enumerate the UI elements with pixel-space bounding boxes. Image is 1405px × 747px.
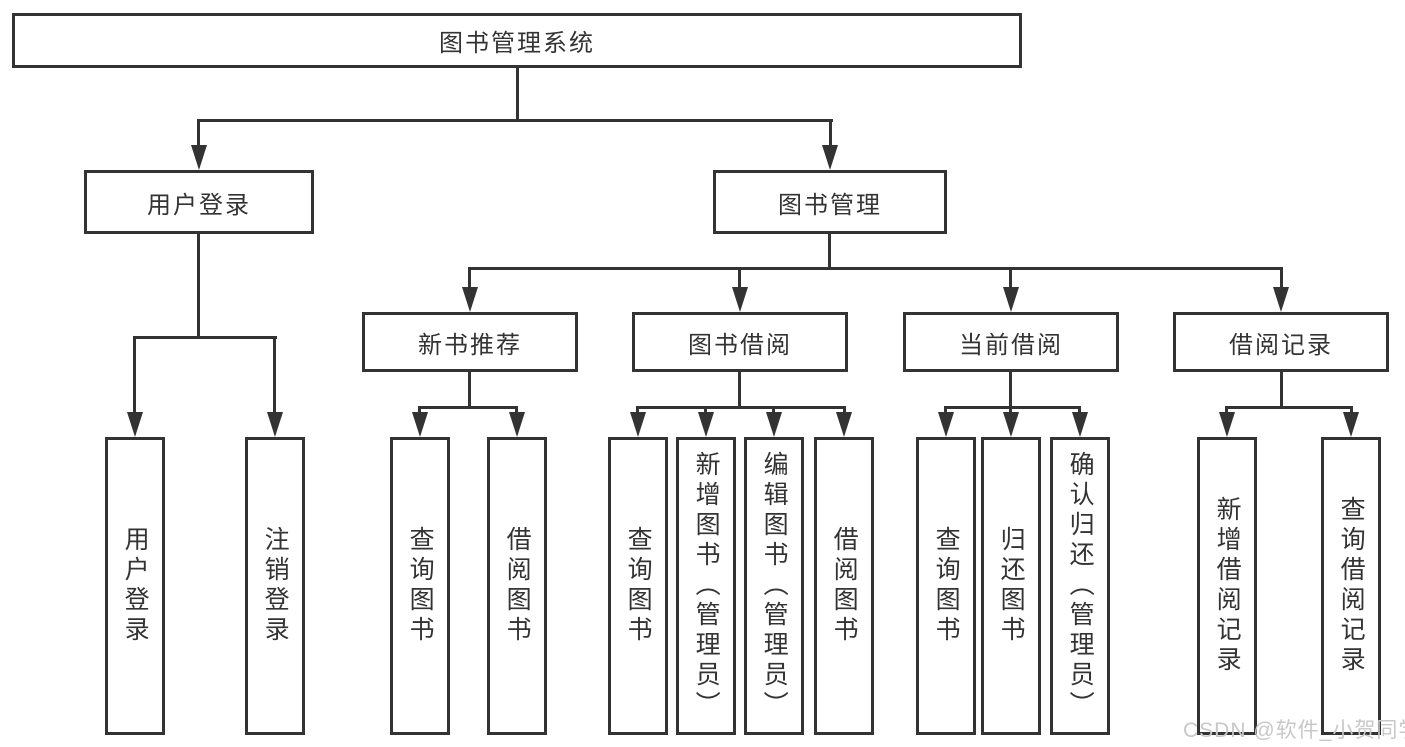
- connector-line: [1280, 267, 1283, 292]
- arrowhead: [1072, 412, 1088, 437]
- connector-line: [1280, 372, 1283, 409]
- connector-line: [738, 372, 741, 409]
- node-label: 用户登录: [147, 191, 251, 219]
- node-library-management-system: 图书管理系统: [12, 13, 1022, 68]
- leaf-label: 注销登录: [261, 526, 290, 646]
- arrowhead: [412, 412, 428, 437]
- arrowhead: [732, 287, 748, 312]
- connector-line: [133, 336, 136, 416]
- leaf-borrow-books: 借阅图书: [814, 437, 874, 735]
- arrowhead: [191, 145, 207, 170]
- connector-line: [1225, 406, 1353, 409]
- connector-line: [273, 336, 276, 416]
- node-user-login: 用户登录: [84, 170, 314, 234]
- leaf-confirm-return-admin: 确认归还（管理员）: [1050, 437, 1110, 735]
- csdn-watermark: CSDN @软件_小贺同学: [1183, 719, 1405, 742]
- arrowhead: [462, 287, 478, 312]
- connector-line: [468, 267, 1283, 270]
- leaf-query-books-recommend: 查询图书: [390, 437, 450, 735]
- node-label: 新书推荐: [418, 331, 522, 359]
- connector-line: [944, 406, 1081, 409]
- leaf-label: 查询图书: [406, 526, 435, 646]
- arrowhead: [1003, 287, 1019, 312]
- leaf-query-borrow-record: 查询借阅记录: [1321, 437, 1381, 735]
- arrowhead: [938, 412, 954, 437]
- connector-line: [197, 119, 833, 122]
- connector-line: [468, 267, 471, 292]
- connector-line: [197, 234, 200, 339]
- arrowhead: [1003, 412, 1019, 437]
- leaf-return-books: 归还图书: [981, 437, 1041, 735]
- connector-line: [516, 66, 519, 122]
- leaf-label: 查询借阅记录: [1337, 496, 1366, 676]
- arrowhead: [698, 412, 714, 437]
- leaf-add-books-admin: 新增图书（管理员）: [676, 437, 736, 735]
- connector-line: [418, 406, 518, 409]
- leaf-label: 借阅图书: [503, 526, 532, 646]
- leaf-label: 查询图书: [624, 526, 653, 646]
- node-new-book-recommend: 新书推荐: [362, 312, 578, 372]
- leaf-edit-books-admin: 编辑图书（管理员）: [744, 437, 804, 735]
- leaf-query-books-borrow: 查询图书: [608, 437, 668, 735]
- node-borrow-records: 借阅记录: [1173, 312, 1389, 372]
- node-label: 图书管理系统: [439, 30, 595, 57]
- connector-line: [738, 267, 741, 292]
- node-book-management: 图书管理: [713, 170, 947, 234]
- leaf-borrow-books-recommend: 借阅图书: [487, 437, 547, 735]
- connector-line: [636, 406, 846, 409]
- connector-line: [1009, 267, 1012, 292]
- node-label: 借阅记录: [1229, 331, 1333, 359]
- connector-line: [197, 119, 200, 149]
- leaf-logout: 注销登录: [245, 437, 305, 735]
- arrowhead: [766, 412, 782, 437]
- node-current-borrow: 当前借阅: [903, 312, 1119, 372]
- leaf-query-books-current: 查询图书: [916, 437, 976, 735]
- leaf-label: 查询图书: [932, 526, 961, 646]
- node-book-borrow: 图书借阅: [632, 312, 848, 372]
- leaf-label: 用户登录: [121, 526, 150, 646]
- leaf-label: 确认归还（管理员）: [1066, 451, 1095, 721]
- leaf-label: 归还图书: [997, 526, 1026, 646]
- arrowhead: [836, 412, 852, 437]
- leaf-label: 借阅图书: [830, 526, 859, 646]
- connector-line: [829, 119, 832, 149]
- arrowhead: [1273, 287, 1289, 312]
- arrowhead: [822, 145, 838, 170]
- leaf-label: 新增借阅记录: [1213, 496, 1242, 676]
- node-label: 图书管理: [778, 191, 882, 219]
- arrowhead: [509, 412, 525, 437]
- arrowhead: [267, 412, 283, 437]
- arrowhead: [1343, 412, 1359, 437]
- arrowhead: [630, 412, 646, 437]
- arrowhead: [1219, 412, 1235, 437]
- connector-line: [1009, 372, 1012, 409]
- leaf-label: 新增图书（管理员）: [692, 451, 721, 721]
- node-label: 当前借阅: [959, 331, 1063, 359]
- arrowhead: [127, 412, 143, 437]
- connector-line: [828, 234, 831, 270]
- connector-line: [468, 372, 471, 409]
- leaf-label: 编辑图书（管理员）: [760, 451, 789, 721]
- leaf-user-login: 用户登录: [105, 437, 165, 735]
- leaf-add-borrow-record: 新增借阅记录: [1197, 437, 1257, 735]
- connector-line: [133, 336, 277, 339]
- node-label: 图书借阅: [688, 331, 792, 359]
